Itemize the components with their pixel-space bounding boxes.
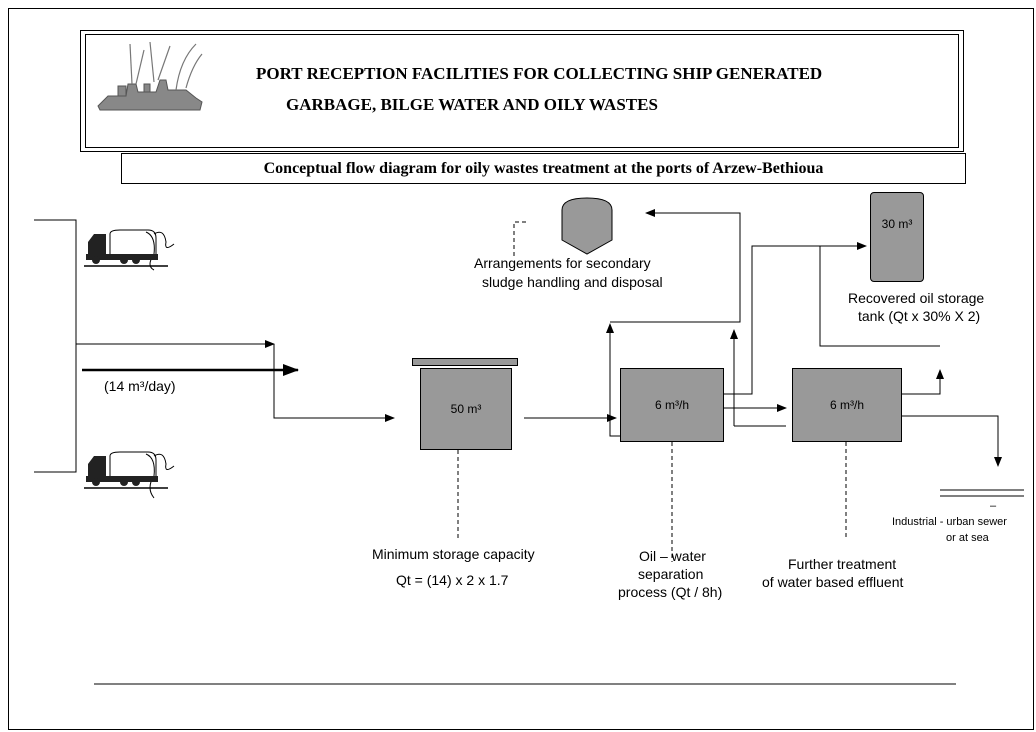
header-title-line2: GARBAGE, BILGE WATER AND OILY WASTES xyxy=(286,95,658,114)
separator-label-line1: Oil – water xyxy=(639,548,706,564)
diagram-subtitle: Conceptual flow diagram for oily wastes … xyxy=(121,153,966,184)
separator-label-line2: separation xyxy=(638,566,704,582)
tanker-truck-icon xyxy=(84,229,175,271)
discharge-label-line2: or at sea xyxy=(946,532,989,544)
storage-tank: 50 m³ xyxy=(420,368,512,450)
treatment-label-line2: of water based effluent xyxy=(762,574,904,590)
recovered-oil-tank: 30 m³ xyxy=(870,192,924,282)
header-outer-border xyxy=(80,30,964,152)
oil-tank-label-line1: Recovered oil storage xyxy=(848,290,985,306)
effluent-treatment-unit: 6 m³/h xyxy=(792,368,902,442)
sludge-label-line2: sludge handling and disposal xyxy=(482,274,663,290)
inflow-label: (14 m³/day) xyxy=(104,378,176,394)
header-title-line1: PORT RECEPTION FACILITIES FOR COLLECTING… xyxy=(256,64,823,83)
tanker-truck-icon xyxy=(84,451,175,499)
oil-water-separator: 6 m³/h xyxy=(620,368,724,442)
storage-tank-lid xyxy=(412,358,518,366)
storage-label-line2: Qt = (14) x 2 x 1.7 xyxy=(396,572,509,588)
discharge-label-line1: Industrial - urban sewer xyxy=(892,516,1007,528)
storage-label-line1: Minimum storage capacity xyxy=(372,546,535,562)
ship-logo-icon xyxy=(97,41,203,111)
sludge-silo-icon xyxy=(561,197,613,255)
treatment-label-line1: Further treatment xyxy=(788,556,897,572)
separator-label-line3: process (Qt / 8h) xyxy=(618,584,723,600)
page-frame xyxy=(8,8,1034,730)
discharge-dash: – xyxy=(990,500,997,512)
header-inner-border xyxy=(85,34,959,148)
oil-tank-label-line2: tank (Qt x 30% X 2) xyxy=(858,308,981,324)
sludge-label-line1: Arrangements for secondary xyxy=(474,255,651,271)
